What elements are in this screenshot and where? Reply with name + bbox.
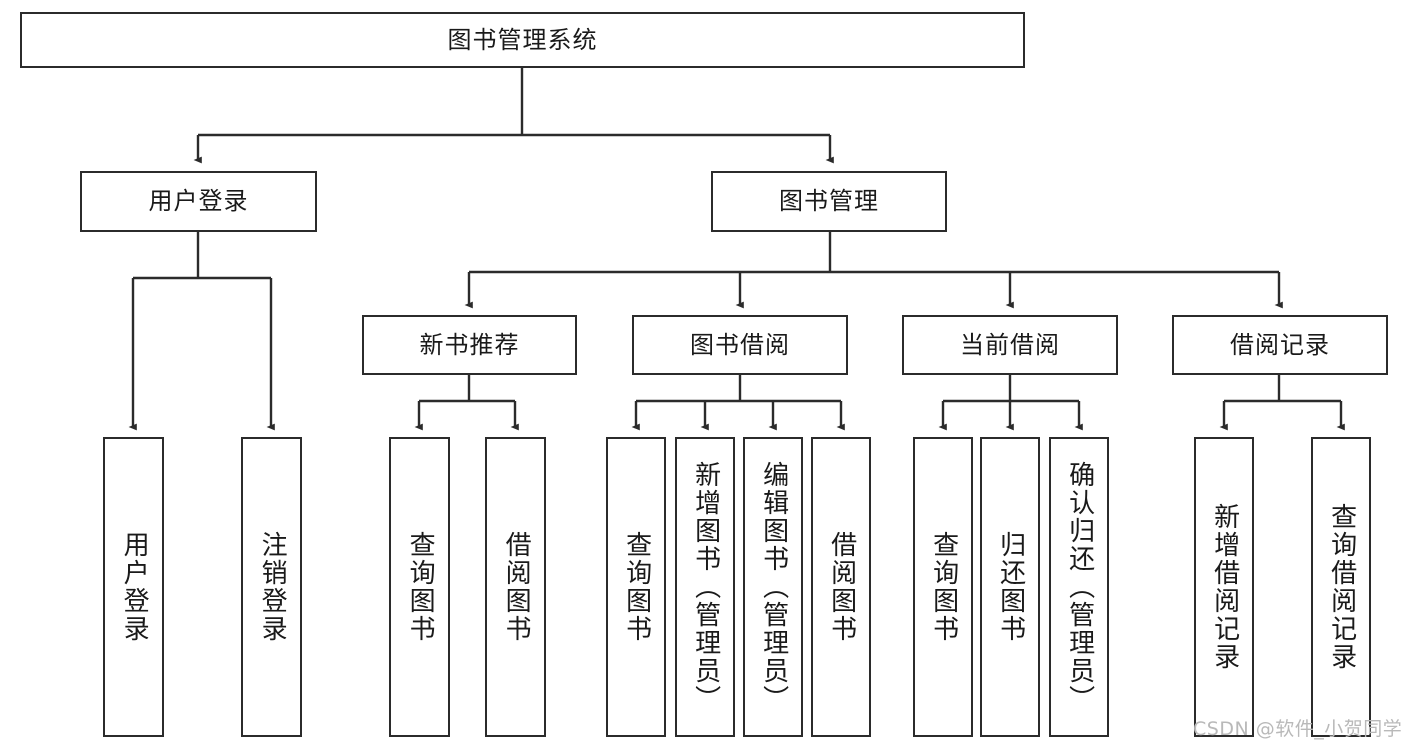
node-leaf-query-record-label: 查询借阅记录 [1326,503,1357,671]
node-leaf-return-book-label: 归还图书 [995,531,1026,643]
node-book-borrow[interactable]: 图书借阅 [632,315,848,375]
node-leaf-confirm-return[interactable]: 确认归还（管理员） [1049,437,1109,737]
node-leaf-confirm-return-label: 确认归还（管理员） [1064,461,1095,713]
node-leaf-user-logout-label: 注销登录 [257,531,288,643]
node-leaf-user-login-label: 用户登录 [119,531,150,643]
node-leaf-query-book-1[interactable]: 查询图书 [389,437,450,737]
node-leaf-add-book[interactable]: 新增图书（管理员） [675,437,735,737]
node-new-book-recommend[interactable]: 新书推荐 [362,315,577,375]
node-leaf-edit-book[interactable]: 编辑图书（管理员） [743,437,803,737]
node-book-borrow-label: 图书借阅 [690,330,790,359]
node-book-manage-label: 图书管理 [779,187,879,216]
node-leaf-query-book-2[interactable]: 查询图书 [606,437,666,737]
node-user-login[interactable]: 用户登录 [80,171,317,232]
node-leaf-query-book-3[interactable]: 查询图书 [913,437,973,737]
node-root-label: 图书管理系统 [447,25,598,54]
node-leaf-add-book-label: 新增图书（管理员） [690,461,721,713]
node-leaf-edit-book-label: 编辑图书（管理员） [758,461,789,713]
node-leaf-add-record[interactable]: 新增借阅记录 [1194,437,1254,737]
node-user-login-label: 用户登录 [148,187,249,216]
node-new-book-recommend-label: 新书推荐 [419,330,520,359]
node-root[interactable]: 图书管理系统 [20,12,1025,68]
node-current-borrow-label: 当前借阅 [960,330,1060,359]
node-leaf-borrow-book-2[interactable]: 借阅图书 [811,437,871,737]
node-leaf-user-login[interactable]: 用户登录 [103,437,164,737]
node-current-borrow[interactable]: 当前借阅 [902,315,1118,375]
node-borrow-record-label: 借阅记录 [1230,330,1330,359]
node-leaf-borrow-book-1[interactable]: 借阅图书 [485,437,546,737]
node-leaf-query-book-3-label: 查询图书 [928,531,959,643]
node-leaf-query-book-2-label: 查询图书 [621,531,652,643]
node-leaf-user-logout[interactable]: 注销登录 [241,437,302,737]
node-leaf-borrow-book-2-label: 借阅图书 [826,531,857,643]
node-leaf-query-record[interactable]: 查询借阅记录 [1311,437,1371,737]
node-leaf-query-book-1-label: 查询图书 [405,531,436,643]
node-book-manage[interactable]: 图书管理 [711,171,947,232]
node-borrow-record[interactable]: 借阅记录 [1172,315,1388,375]
node-leaf-return-book[interactable]: 归还图书 [980,437,1040,737]
node-leaf-add-record-label: 新增借阅记录 [1209,503,1240,671]
node-leaf-borrow-book-1-label: 借阅图书 [501,531,532,643]
